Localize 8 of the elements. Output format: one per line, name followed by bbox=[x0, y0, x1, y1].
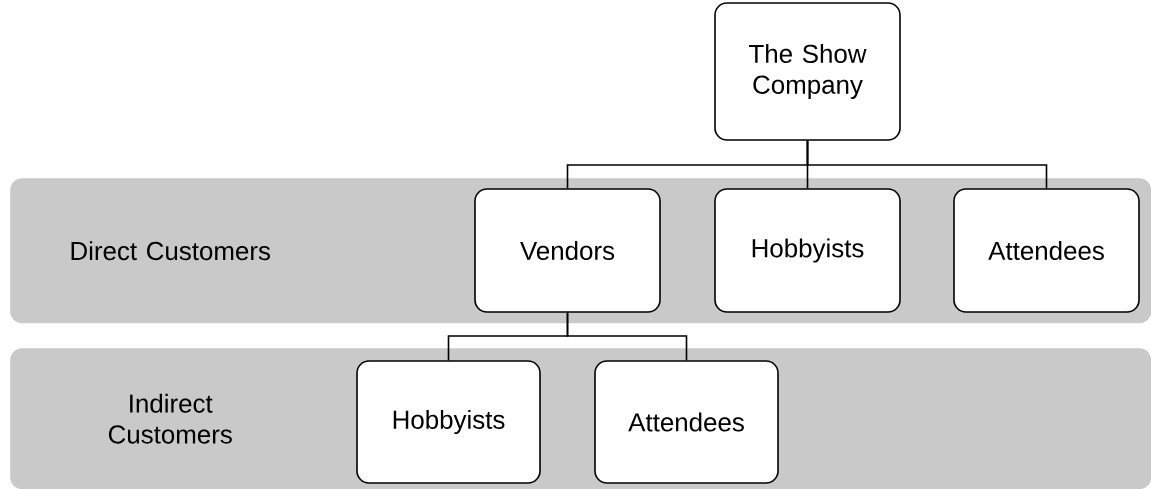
connector bbox=[806, 140, 1048, 189]
box: Vendors bbox=[474, 188, 661, 313]
box: Hobbyists bbox=[714, 188, 901, 313]
connector bbox=[566, 312, 688, 361]
box: The Show Company bbox=[714, 2, 901, 141]
box: Attendees bbox=[953, 188, 1140, 313]
box: Hobbyists bbox=[356, 360, 541, 484]
box: Attendees bbox=[594, 360, 779, 484]
